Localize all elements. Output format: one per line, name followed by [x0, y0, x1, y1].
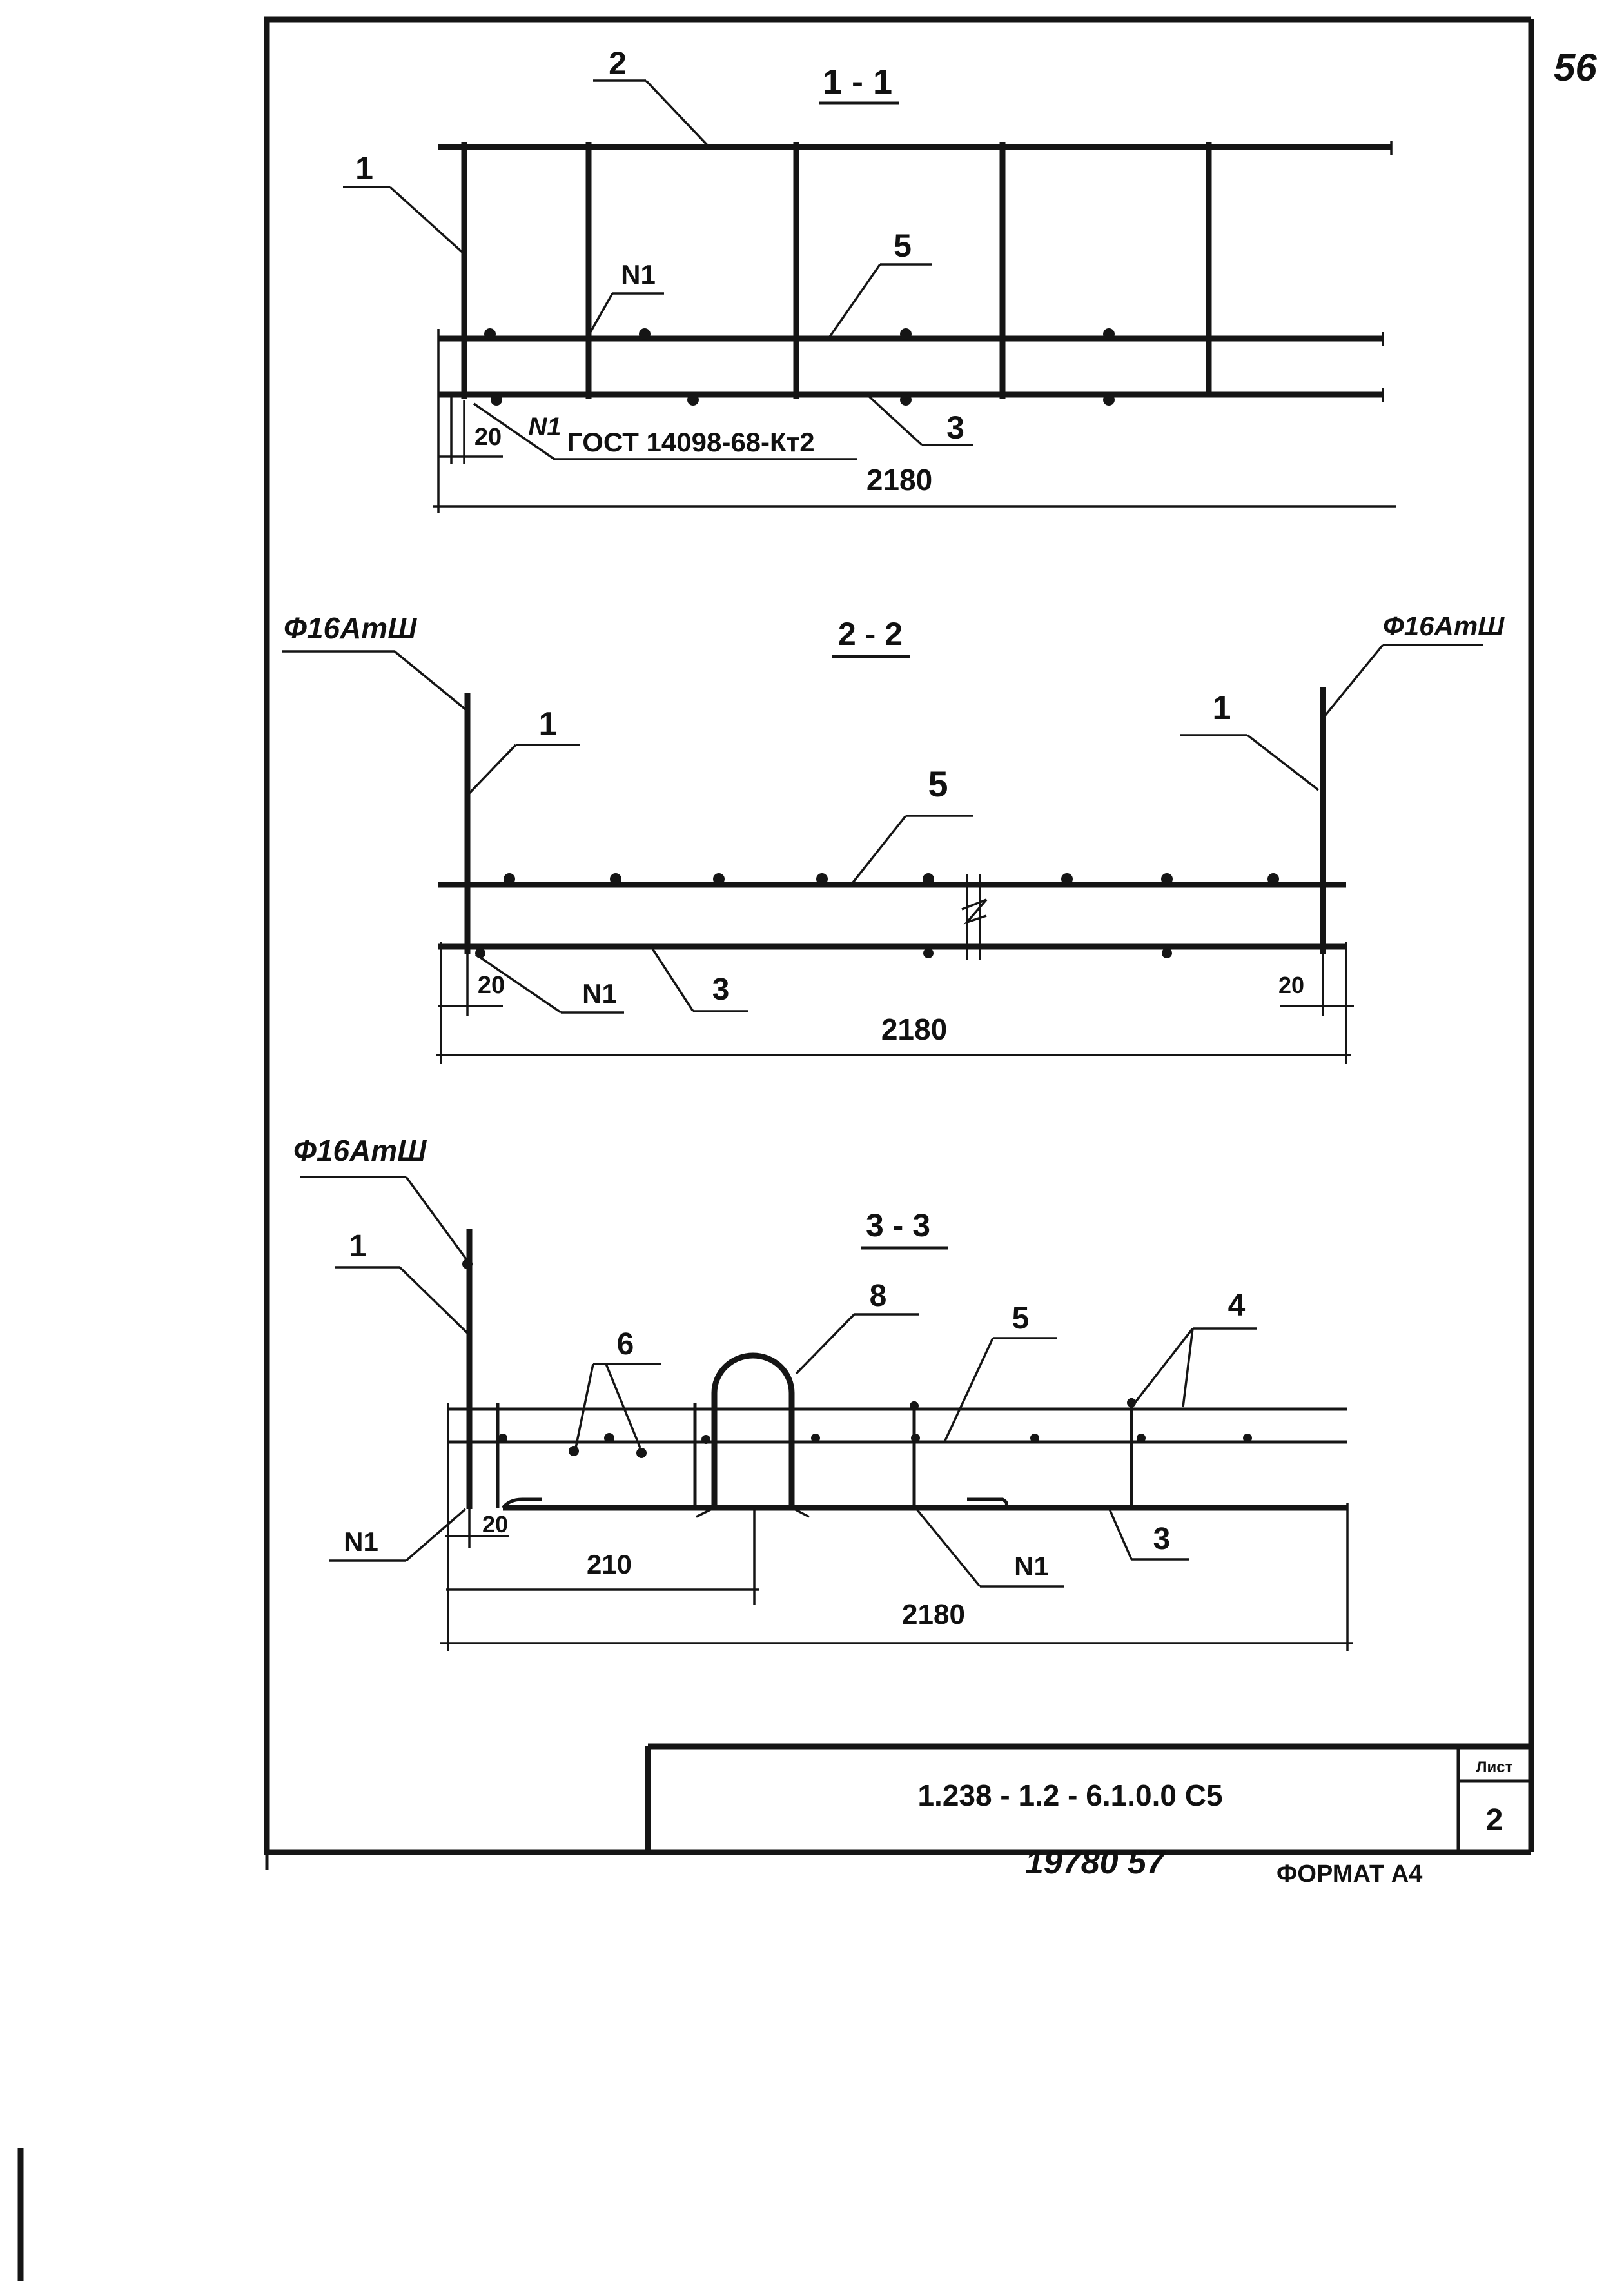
- drawing-designation: 1.238 - 1.2 - 6.1.0.0 С5: [917, 1779, 1222, 1812]
- callout-3: 3: [1153, 1522, 1171, 1556]
- sheet-number: 2: [1486, 1803, 1503, 1837]
- dimension-total: 2180: [902, 1599, 965, 1630]
- callout-6: 6: [617, 1327, 634, 1361]
- section-3-3: 3 - 3 Ф16АтШ: [293, 1134, 1353, 1651]
- callout-1: 1: [355, 150, 373, 186]
- weld-mark-n1-left: N1: [344, 1526, 378, 1557]
- bar-label-left: Ф16АтШ: [284, 611, 417, 645]
- sheet-frame: [264, 16, 1534, 1870]
- gost-note: ГОСТ 14098-68-Кт2: [567, 427, 815, 457]
- weld-mark-n1-right: N1: [1014, 1551, 1049, 1581]
- dimension-20-right: 20: [1278, 972, 1304, 998]
- dimension-20: 20: [474, 424, 502, 451]
- dimension-20: 20: [482, 1511, 508, 1537]
- bar-label-left: Ф16АтШ: [293, 1134, 427, 1167]
- section-2-2-title: 2 - 2: [838, 616, 903, 652]
- corner-page-number: 56: [1554, 46, 1597, 89]
- callout-5: 5: [1012, 1301, 1030, 1336]
- dimension-210: 210: [587, 1549, 632, 1579]
- weld-mark-n1: N1: [621, 259, 656, 290]
- callout-3: 3: [712, 973, 730, 1007]
- callout-1-left: 1: [539, 706, 558, 743]
- inventory-number: 19780 57: [1025, 1844, 1166, 1881]
- callout-2: 2: [609, 45, 627, 81]
- callout-4: 4: [1228, 1289, 1246, 1323]
- lifting-loop: [711, 1352, 795, 1508]
- dimension-total: 2180: [866, 463, 932, 497]
- dimension-20-left: 20: [478, 972, 505, 999]
- title-block: 1.238 - 1.2 - 6.1.0.0 С5 Лист 2: [645, 1743, 1531, 1852]
- callout-1: 1: [349, 1229, 367, 1263]
- callout-3: 3: [946, 410, 964, 446]
- callout-5: 5: [894, 228, 912, 264]
- weld-mark-n1-bottom: N1: [528, 413, 561, 441]
- callout-5: 5: [928, 764, 948, 804]
- section-3-3-title: 3 - 3: [866, 1207, 930, 1243]
- callout-8: 8: [870, 1279, 887, 1313]
- section-2-2: 2 - 2 Ф16АтШ Ф16АтШ 1: [282, 611, 1505, 1064]
- section-1-1: 1 - 1 1 2: [343, 45, 1396, 513]
- dimension-total: 2180: [881, 1012, 947, 1046]
- sheet-label: Лист: [1476, 1759, 1513, 1776]
- weld-mark-n1: N1: [582, 978, 617, 1009]
- callout-1-right: 1: [1213, 689, 1231, 727]
- bar-label-right: Ф16АтШ: [1383, 611, 1505, 641]
- format-label: ФОРМАТ А4: [1277, 1861, 1422, 1888]
- section-1-1-title: 1 - 1: [823, 63, 892, 101]
